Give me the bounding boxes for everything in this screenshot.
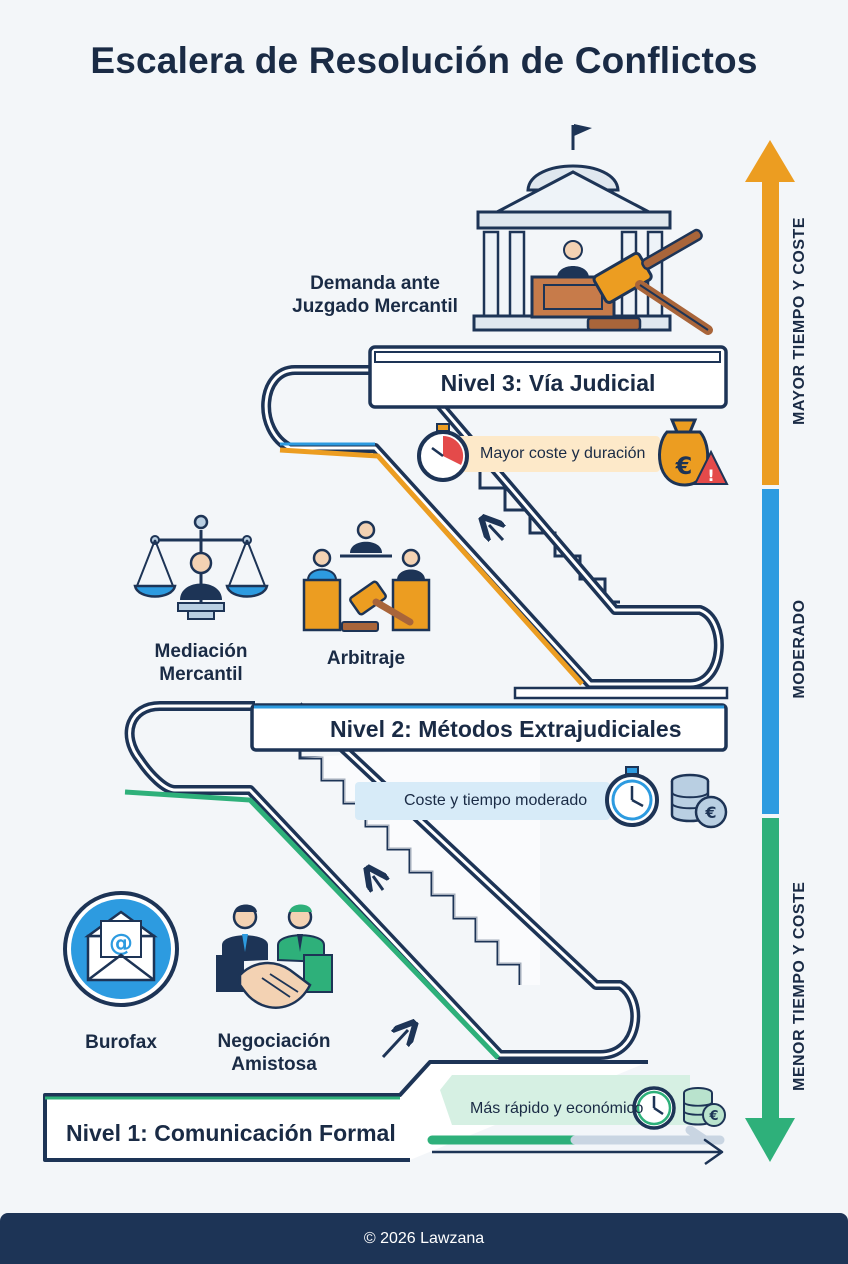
svg-text:€: €	[704, 803, 716, 822]
arbitration-icon	[302, 520, 431, 632]
money-bag-warning-icon: € !	[658, 418, 729, 487]
notes	[355, 436, 690, 1125]
clock-green-icon	[632, 1086, 676, 1130]
option-arbitration: Arbitraje	[326, 648, 406, 669]
level1-note: Más rápido y económico	[470, 1100, 644, 1117]
escalator-1	[124, 701, 641, 1060]
page-title: Escalera de Resolución de Conflictos	[90, 40, 758, 81]
footer-copyright: © 2026 Lawzana	[363, 1230, 485, 1247]
coin-stack-icon: €	[670, 773, 728, 829]
option-negotiation: Negociación Amistosa	[217, 1031, 331, 1075]
svg-text:€: €	[708, 1109, 718, 1124]
level3-label: Nivel 3: Vía Judicial	[440, 370, 656, 396]
level3-note: Mayor coste y duración	[480, 445, 646, 462]
scale-arrow	[745, 140, 795, 1162]
option-mediation: Mediación Mercantil	[154, 641, 248, 685]
level2-label: Nivel 2: Métodos Extrajudiciales	[330, 716, 682, 742]
level2-note: Coste y tiempo moderado	[404, 792, 588, 809]
scale-middle-label: MODERADO	[791, 599, 808, 699]
level3-platform	[368, 345, 728, 409]
svg-text:€: €	[675, 452, 693, 480]
option-judicial-demand: Demanda ante Juzgado Mercantil	[292, 273, 458, 317]
coin-stack-small-icon: €	[683, 1087, 726, 1127]
level2-platform	[250, 686, 729, 752]
escalator-2	[261, 365, 724, 689]
courthouse-icon	[472, 124, 713, 335]
option-burofax: Burofax	[85, 1032, 157, 1053]
footer: © 2026 Lawzana	[0, 1213, 848, 1264]
scale-bottom-label: MENOR TIEMPO Y COSTE	[791, 881, 808, 1091]
level1-label: Nivel 1: Comunicación Formal	[66, 1120, 396, 1146]
scale-top-label: MAYOR TIEMPO Y COSTE	[791, 217, 808, 425]
envelope-at-icon: @	[63, 891, 179, 1007]
svg-text:!: !	[707, 466, 714, 485]
handshake-icon	[216, 904, 333, 1009]
svg-text:@: @	[109, 929, 133, 957]
stopwatch-red-icon	[417, 423, 469, 482]
scales-of-justice-icon	[133, 514, 269, 620]
stopwatch-blue-icon	[605, 766, 659, 827]
